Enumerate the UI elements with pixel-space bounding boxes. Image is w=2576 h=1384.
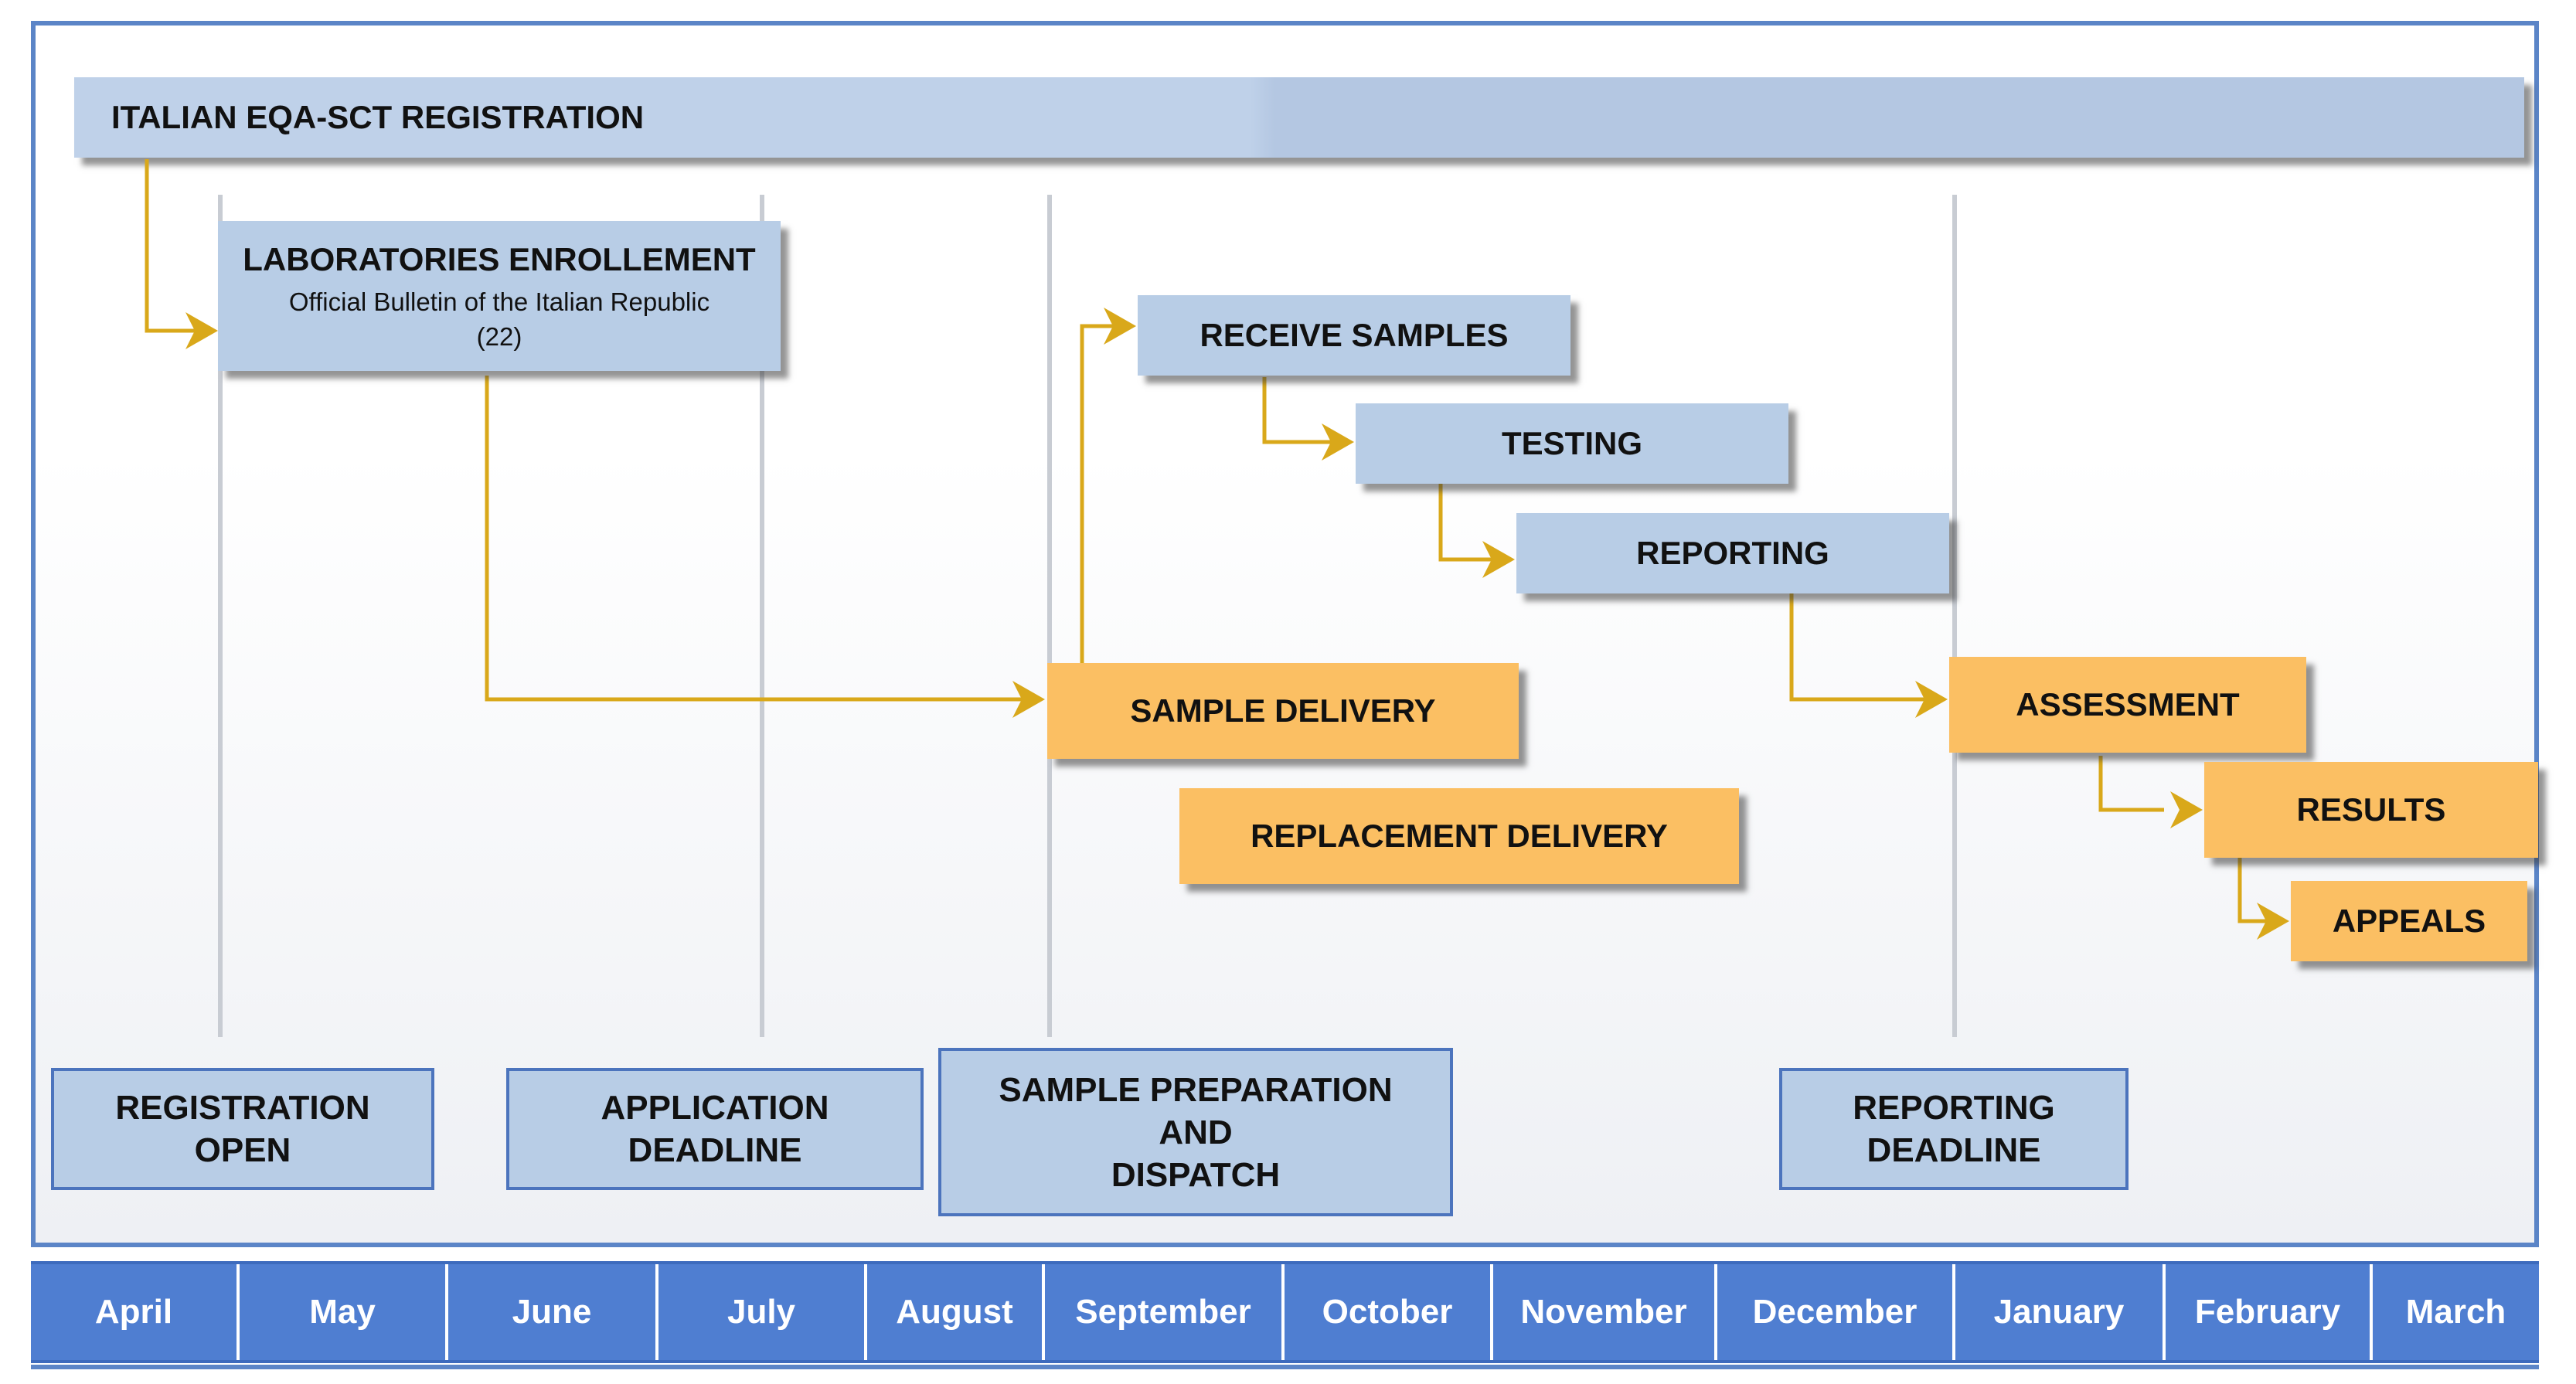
arrowhead-receive-samples xyxy=(1104,308,1136,345)
month-october: October xyxy=(1285,1264,1493,1360)
phase-reporting-deadline-line2: DEADLINE xyxy=(1866,1131,2041,1169)
task-receive-samples: RECEIVE SAMPLES xyxy=(1138,295,1570,376)
task-replacement-delivery: REPLACEMENT DELIVERY xyxy=(1179,788,1739,884)
task-receive-samples-label: RECEIVE SAMPLES xyxy=(1200,316,1509,353)
phase-reporting-deadline: REPORTING DEADLINE xyxy=(1779,1068,2129,1190)
month-january: January xyxy=(1955,1264,2166,1360)
guide-line-september xyxy=(1047,195,1052,1037)
guide-line-january xyxy=(1952,195,1957,1037)
registration-bar: ITALIAN EQA-SCT REGISTRATION xyxy=(74,77,2524,158)
month-bar: April May June July August September Oct… xyxy=(31,1261,2539,1363)
task-results: RESULTS xyxy=(2204,762,2538,858)
phase-application-deadline-line1: APPLICATION xyxy=(601,1089,829,1127)
task-reporting-label: REPORTING xyxy=(1636,534,1829,571)
month-july: July xyxy=(658,1264,867,1360)
arrowhead-testing xyxy=(1322,423,1354,461)
phase-application-deadline: APPLICATION DEADLINE xyxy=(506,1068,924,1190)
task-assessment: ASSESSMENT xyxy=(1949,657,2306,753)
task-sample-delivery-label: SAMPLE DELIVERY xyxy=(1130,692,1436,729)
phase-registration-open-line1: REGISTRATION xyxy=(115,1089,370,1127)
bottom-rule xyxy=(31,1365,2539,1369)
month-march: March xyxy=(2405,1293,2506,1331)
arrow-sample-delivery-to-receive-samples xyxy=(1080,324,1113,663)
enrollment-box: LABORATORIES ENROLLEMENT Official Bullet… xyxy=(218,221,781,371)
enrollment-title: LABORATORIES ENROLLEMENT xyxy=(243,240,756,277)
month-june: June xyxy=(448,1264,658,1360)
arrow-reporting-to-assessment xyxy=(1789,593,1926,702)
phase-reporting-deadline-line1: REPORTING xyxy=(1853,1089,2055,1127)
phase-sample-preparation-line2: AND xyxy=(1159,1113,1233,1151)
arrow-assessment-to-results xyxy=(2098,756,2164,812)
phase-registration-open-line2: OPEN xyxy=(194,1131,291,1169)
month-september: September xyxy=(1045,1264,1285,1360)
arrow-receive-samples-to-testing xyxy=(1262,377,1331,444)
arrowhead-assessment xyxy=(1915,681,1948,718)
task-testing: TESTING xyxy=(1356,403,1788,484)
arrowhead-enrollment xyxy=(185,312,218,349)
task-appeals-label: APPEALS xyxy=(2332,902,2486,939)
arrow-results-to-appeals xyxy=(2237,858,2268,923)
task-results-label: RESULTS xyxy=(2296,791,2446,828)
arrow-enrollment-to-sample-delivery xyxy=(485,376,1028,702)
task-assessment-label: ASSESSMENT xyxy=(2016,685,2240,723)
task-replacement-delivery-label: REPLACEMENT DELIVERY xyxy=(1251,817,1668,854)
enrollment-ref: (22) xyxy=(476,322,522,352)
arrowhead-reporting xyxy=(1482,541,1515,578)
month-may: May xyxy=(240,1264,448,1360)
arrow-testing-to-reporting xyxy=(1438,484,1492,562)
month-august: August xyxy=(867,1264,1045,1360)
phase-sample-preparation-line1: SAMPLE PREPARATION xyxy=(999,1070,1393,1109)
enrollment-subtitle: Official Bulletin of the Italian Republi… xyxy=(288,287,710,316)
month-december: December xyxy=(1717,1264,1955,1360)
guide-line-july xyxy=(760,195,764,1037)
task-reporting: REPORTING xyxy=(1516,513,1949,593)
phase-application-deadline-line2: DEADLINE xyxy=(628,1131,802,1169)
registration-bar-label: ITALIAN EQA-SCT REGISTRATION xyxy=(111,99,645,135)
task-sample-delivery: SAMPLE DELIVERY xyxy=(1047,663,1519,759)
month-april: April xyxy=(31,1264,240,1360)
month-november: November xyxy=(1493,1264,1717,1360)
task-testing-label: TESTING xyxy=(1501,424,1642,461)
task-appeals: APPEALS xyxy=(2291,881,2527,961)
guide-line-may xyxy=(218,195,223,1037)
phase-sample-preparation: SAMPLE PREPARATION AND DISPATCH xyxy=(938,1048,1453,1216)
arrowhead-appeals xyxy=(2257,903,2289,940)
arrowhead-sample-delivery xyxy=(1012,681,1045,718)
phase-sample-preparation-line3: DISPATCH xyxy=(1111,1155,1281,1194)
arrowhead-results xyxy=(2170,791,2203,828)
phase-registration-open: REGISTRATION OPEN xyxy=(51,1068,434,1190)
month-february: February xyxy=(2166,1264,2373,1360)
arrow-registration-to-enrollment xyxy=(145,159,202,333)
